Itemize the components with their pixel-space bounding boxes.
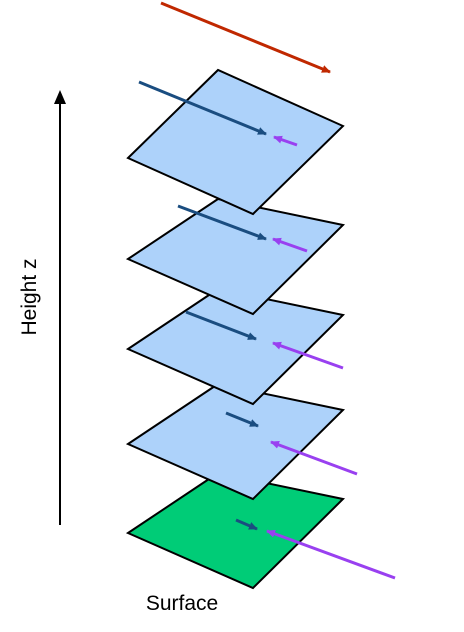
- layer-3-return-arrow: [272, 237, 308, 253]
- layer-2-return-arrow: [272, 341, 344, 370]
- surface-return-arrow: [266, 529, 396, 580]
- air-layer-3: [125, 197, 346, 316]
- height-axis-arrowhead: [54, 90, 66, 104]
- surface-label: Surface: [146, 592, 218, 615]
- layer-4-return-arrow: [273, 135, 298, 147]
- top-incoming-arrow: [160, 1, 331, 74]
- surface-wind-arrow: [235, 518, 258, 531]
- layer-4-wind-arrow: [138, 80, 267, 136]
- air-layer-4: [126, 68, 345, 216]
- layer-1-return-arrow: [270, 440, 358, 476]
- height-axis-label: Height z: [18, 258, 41, 335]
- surface-layer: [125, 471, 346, 590]
- layer-1-wind-arrow: [225, 411, 259, 428]
- air-layer-1: [125, 382, 346, 501]
- layer-3-wind-arrow: [177, 204, 267, 241]
- layer-2-wind-arrow: [185, 310, 257, 341]
- air-layer-2: [125, 287, 346, 406]
